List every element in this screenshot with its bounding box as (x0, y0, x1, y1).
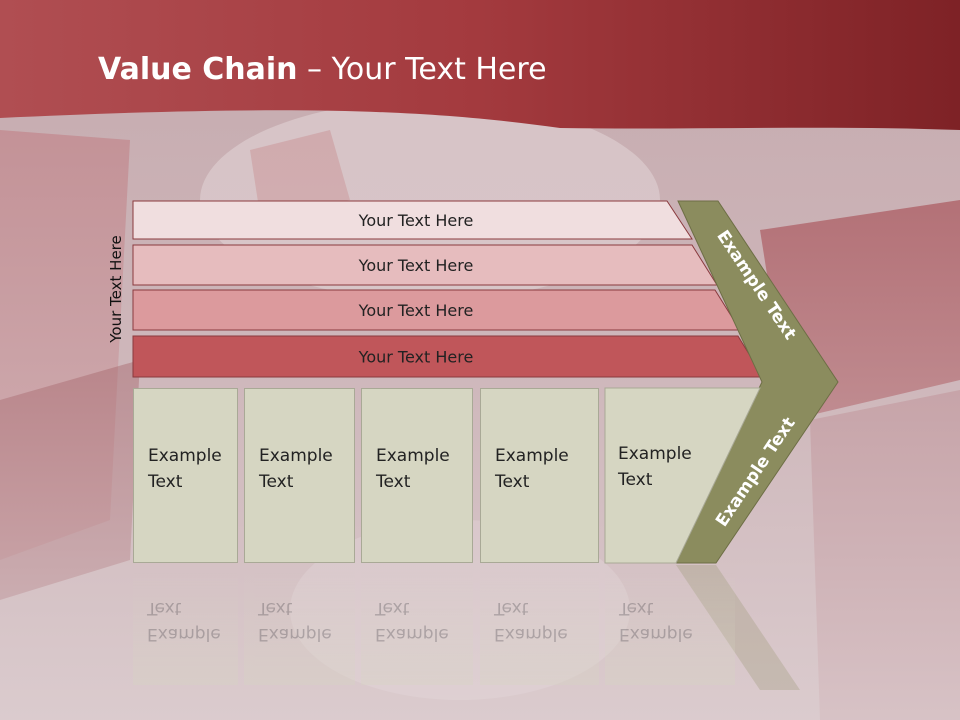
activity-box-5 (604, 387, 761, 564)
activity-box-reflection-line2: Text (375, 598, 410, 618)
slide-title: Value Chain – Your Text Here (98, 52, 547, 87)
activity-box-reflection-line2: Text (258, 598, 293, 618)
activity-box-line1: Example (376, 446, 450, 466)
activity-box-line1: Example (259, 446, 333, 466)
support-bar-label-1: Your Text Here (358, 211, 474, 230)
activity-box-reflection-line1: Example (258, 624, 332, 644)
support-bar-1 (132, 200, 693, 240)
activity-box-reflection: Example Text (605, 565, 735, 685)
activity-box-reflection-line1: Example (619, 624, 693, 644)
activity-box-reflection-line2: Text (619, 598, 654, 618)
support-bar-label-2: Your Text Here (358, 256, 474, 275)
activity-box-reflection-line1: Example (494, 624, 568, 644)
activity-box-reflection-line2: Text (494, 598, 529, 618)
activity-box-reflection: Example Text (361, 565, 473, 685)
activity-box-reflection: Example Text (480, 565, 599, 685)
support-bar-label-4: Your Text Here (358, 348, 474, 367)
activity-box-5-line2: Text (617, 470, 653, 490)
title-bold: Value Chain (98, 52, 298, 87)
title-rest: – Your Text Here (297, 52, 547, 87)
activity-box-line2: Text (495, 472, 530, 492)
activity-box-line2: Text (148, 472, 183, 492)
chevron-reflection (676, 565, 800, 690)
activity-box-reflection: Example Text (133, 565, 238, 685)
activity-box-line2: Text (376, 472, 411, 492)
activity-box-line1: Example (495, 446, 569, 466)
activity-box-reflection-line1: Example (375, 624, 449, 644)
activity-box-line2: Text (259, 472, 294, 492)
support-bar-label-3: Your Text Here (358, 301, 474, 320)
activity-box-5-line1: Example (618, 444, 692, 464)
activity-box-reflection-line2: Text (147, 598, 182, 618)
activity-box-reflection-line1: Example (147, 624, 221, 644)
activity-box-line1: Example (148, 446, 222, 466)
activity-box-reflection: Example Text (244, 565, 355, 685)
margin-chevron (675, 200, 839, 564)
